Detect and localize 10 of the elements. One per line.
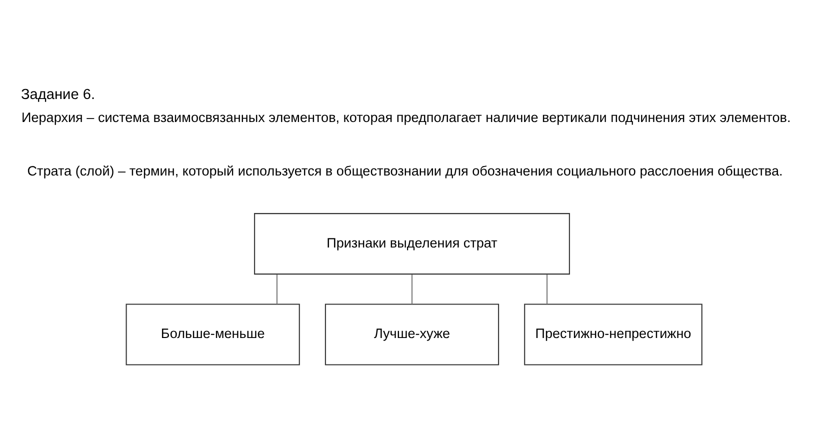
node-box: Больше-меньше [125, 303, 300, 365]
connector [276, 274, 277, 304]
connector [410, 274, 412, 304]
diagram-title: Задание 6. [20, 86, 95, 103]
node-box: Лучше-хуже [324, 303, 499, 365]
label: Страта (слой) – термин, который используется в обществознании для обозначения социального расслоения общества. [26, 162, 782, 178]
label: Иерархия – система взаимосвязанных элементов, которая предполагает наличие вертикали подчинения этих элементов. [21, 110, 790, 125]
connector [546, 274, 548, 304]
node-box: Престижно-непрестижно [524, 303, 702, 365]
node-box: Признаки выделения страт [254, 212, 570, 274]
